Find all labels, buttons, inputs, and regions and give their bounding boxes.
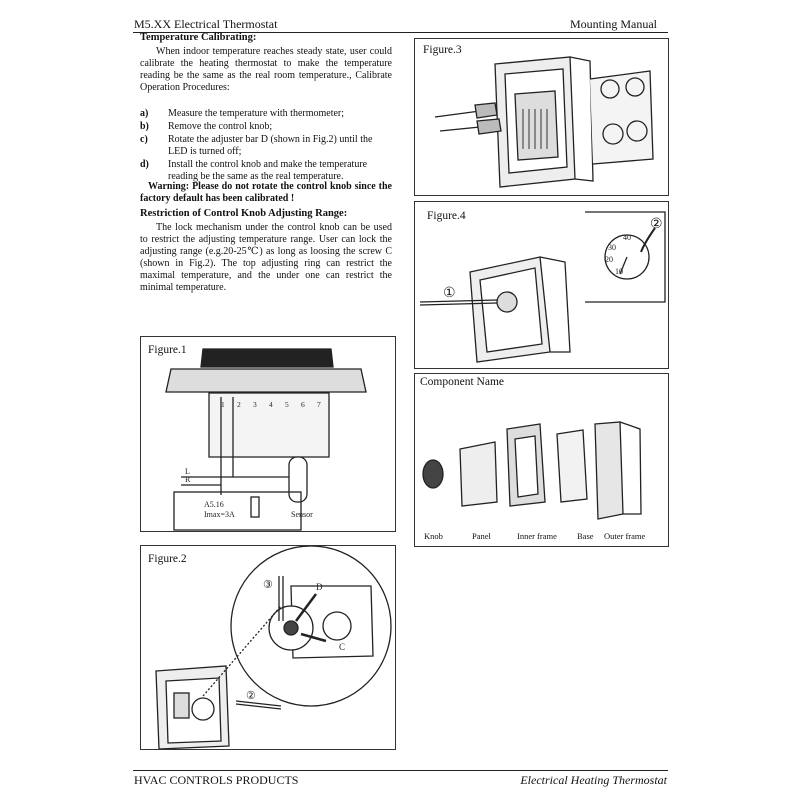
fig4-scale-30: 30 — [608, 243, 616, 252]
step-text: Remove the control knob; — [168, 121, 273, 132]
step-label: a) — [140, 108, 149, 119]
component-outer-frame: Outer frame — [604, 531, 646, 541]
step-item: b) Remove the control knob; — [140, 121, 392, 133]
fig2-marker-3: ③ — [263, 579, 273, 591]
calibration-warning: Warning: Please do not rotate the contro… — [140, 181, 392, 204]
figure2-box: Figure.2 D C ③ ② — [140, 545, 396, 750]
figure1-caption: Figure.1 — [148, 344, 187, 356]
fig2-label-D: D — [316, 582, 323, 592]
figure3-illustration — [434, 56, 654, 188]
footer-product: Electrical Heating Thermostat — [520, 773, 667, 787]
fig2-marker-2: ② — [246, 690, 256, 702]
components-caption: Component Name — [420, 376, 504, 388]
header-rule — [133, 32, 668, 33]
calibrating-title: Temperature Calibrating: — [140, 32, 257, 43]
step-text: Install the control knob and make the te… — [168, 159, 368, 182]
step-text: Measure the temperature with thermometer… — [168, 108, 345, 119]
components-illustration — [422, 421, 642, 520]
terminal-7: 7 — [317, 400, 321, 409]
header-title: M5.XX Electrical Thermostat — [134, 17, 278, 31]
fig1-label-L: L — [185, 467, 190, 476]
footer-company: HVAC CONTROLS PRODUCTS — [134, 773, 299, 787]
calibrating-intro: When indoor temperature reaches steady s… — [140, 46, 392, 93]
fig4-scale-20: 20 — [605, 255, 613, 264]
restriction-title: Restriction of Control Knob Adjusting Ra… — [140, 208, 348, 219]
step-item: c) Rotate the adjuster bar D (shown in F… — [140, 134, 392, 158]
figure3-box: Figure.3 — [414, 38, 669, 196]
figure4-caption: Figure.4 — [427, 210, 466, 222]
header-manual: Mounting Manual — [570, 17, 657, 31]
terminal-4: 4 — [269, 400, 273, 409]
figure1-illustration: 1 2 3 4 5 6 7 L R A5.16 Imax=3A Sensor — [165, 348, 367, 531]
fig1-fuse-rating: A5.16 — [204, 500, 224, 509]
step-text: Rotate the adjuster bar D (shown in Fig.… — [168, 134, 373, 157]
fig4-scale-40: 40 — [623, 233, 631, 242]
fig4-marker-1: ① — [443, 286, 456, 301]
components-box: Component Name Knob Panel Inner frame Ba… — [414, 373, 669, 547]
fig2-label-C: C — [339, 642, 345, 652]
calibrating-steps: a) Measure the temperature with thermome… — [140, 108, 392, 183]
terminal-6: 6 — [301, 400, 305, 409]
component-base: Base — [577, 531, 594, 541]
component-inner-frame: Inner frame — [517, 531, 557, 541]
fig4-marker-2: ② — [650, 217, 663, 232]
step-item: a) Measure the temperature with thermome… — [140, 108, 392, 120]
terminal-1: 1 — [221, 400, 225, 409]
figure4-box: Figure.4 40 30 20 10 ① ② — [414, 201, 669, 369]
fig1-imax: Imax=3A — [204, 510, 235, 519]
fig1-sensor-label: Sensor — [291, 510, 313, 519]
fig1-label-R: R — [185, 475, 191, 484]
component-knob: Knob — [424, 531, 443, 541]
fig4-scale-10: 10 — [615, 267, 623, 276]
footer-rule — [133, 770, 668, 771]
figure4-illustration: 40 30 20 10 ① ② — [419, 211, 666, 363]
step-item: d) Install the control knob and make the… — [140, 159, 392, 183]
step-label: b) — [140, 121, 149, 132]
restriction-body: The lock mechanism under the control kno… — [140, 222, 392, 293]
step-label: d) — [140, 159, 149, 170]
figure2-illustration: D C ③ ② — [155, 546, 392, 749]
figure1-box: Figure.1 1 2 3 4 5 6 7 L R A5.16 Imax=3A — [140, 336, 396, 532]
terminal-5: 5 — [285, 400, 289, 409]
terminal-3: 3 — [253, 400, 257, 409]
step-label: c) — [140, 134, 148, 145]
component-panel: Panel — [472, 531, 491, 541]
figure3-caption: Figure.3 — [423, 44, 462, 56]
figure2-caption: Figure.2 — [148, 553, 187, 565]
terminal-2: 2 — [237, 400, 241, 409]
